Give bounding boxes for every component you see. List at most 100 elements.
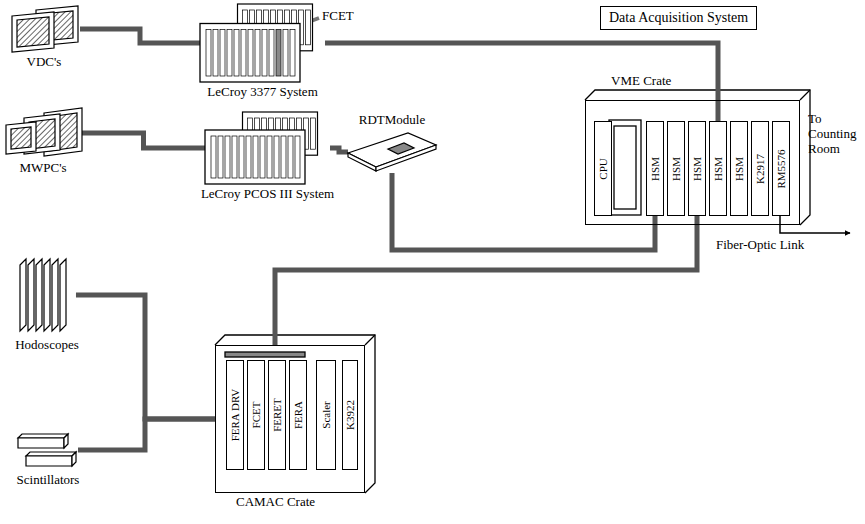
crate-slot [255,30,260,77]
crate-slot [311,118,316,149]
crate-slot [306,10,311,45]
detector-illustration [200,4,325,82]
node-label: HSM [691,157,704,181]
annotation-label: Fiber-Optic Link [716,238,804,253]
data-cable [80,29,200,43]
crate-module: K2917 [751,121,769,216]
crate-front [205,130,305,184]
crate-slot [213,30,218,77]
node-label: Hodoscopes [15,338,79,353]
crate-module: FERA [289,360,307,470]
crate-slot [269,30,274,77]
scintillator-side [72,452,76,466]
crate-slot [295,136,300,178]
crate-slot [274,136,279,178]
crate-module: FCET [247,360,265,470]
scintillator-bar [26,456,72,466]
node-label: Scintillators [17,473,80,488]
hodoscope-strip [52,259,58,331]
crate-slot [227,30,232,77]
detector-illustration [348,131,436,173]
scintillator-top [26,452,76,456]
node-label: CAMAC Crate [236,495,315,510]
node-label: CPU [597,158,610,179]
node-label: RDTModule [359,113,425,128]
data-cable [275,216,697,345]
fiber-optic-arrow [780,215,850,233]
detector-figure: LeCroy 3377 System [200,4,325,103]
vme-crate-depth [585,90,810,225]
crate-module: HSM [667,121,685,216]
crate-box: VME CrateCPUHSMHSMHSMHSMHSMK2917RM5576 [585,100,800,225]
data-cable [325,43,718,121]
data-cable [78,419,215,450]
crate-slot [218,136,223,178]
data-cable [330,148,348,152]
node-label: FERA DRV [229,389,242,442]
crate-slot [220,30,225,77]
crate-slot [290,30,295,77]
crate-module: HSM [730,121,748,216]
crate-slot [239,136,244,178]
node-label: Scaler [320,401,333,428]
crate-module: HSM [688,121,706,216]
crate-slot [211,136,216,178]
annotation-label: To Counting Room [808,112,862,157]
detector-figure: VDC's [8,6,80,73]
crate-front [200,24,300,83]
crate-slot [260,136,265,178]
detector-figure: Hodoscopes [15,255,79,356]
detector-figure: MWPC's [4,108,82,179]
wire-plane-hatch [17,17,49,47]
crate-module: FERA DRV [226,360,244,470]
scintillator-bar [18,438,64,448]
crate-slot [248,30,253,77]
wire-plane-hatch [11,127,31,149]
crate-module: HSM [646,121,664,216]
crate-box: CAMAC CrateFERA DRVFCETFERETFERAScalerK3… [215,345,365,493]
detector-illustration [205,112,330,184]
crate-slot [253,136,258,178]
detector-illustration [18,255,76,335]
crate-slot [267,136,272,178]
detector-illustration [18,430,78,470]
crate-module: Scaler [316,360,336,470]
crate-slot [206,30,211,77]
crate-slot [281,136,286,178]
hodoscope-strip [28,259,34,331]
node-label: HSM [649,157,662,181]
crate-slot [276,30,281,77]
crate-module: K3922 [342,360,358,470]
crate-module: RM5576 [772,121,790,216]
crate-module: FERET [268,360,286,470]
node-label: K3922 [344,400,357,430]
camac-crate-depth [215,335,375,493]
crate-slot [241,30,246,77]
crate-module: CPU [594,121,612,216]
detector-illustration [8,6,80,52]
node-label: FCET [250,402,263,429]
crate-slot [288,136,293,178]
crate-module: HSM [709,121,727,216]
data-cable [76,295,215,419]
diagram-title: Data Acquisition System [600,6,757,30]
scintillator-top [18,434,68,438]
node-label: HSM [670,157,683,181]
hodoscope-strip [44,259,50,331]
detector-figure: RDTModule [348,110,436,173]
node-label: VDC's [27,55,62,70]
crate-slot [225,136,230,178]
chamber-frame [12,12,54,52]
crate-slot [283,30,288,77]
node-label: RM5576 [775,149,788,188]
hodoscope-strip [60,259,66,331]
detector-illustration [4,108,82,158]
node-label: HSM [712,157,725,181]
hodoscope-strip [36,259,42,331]
board-chip [388,143,414,154]
callout-label: FCET [322,9,354,24]
node-label: HSM [733,157,746,181]
